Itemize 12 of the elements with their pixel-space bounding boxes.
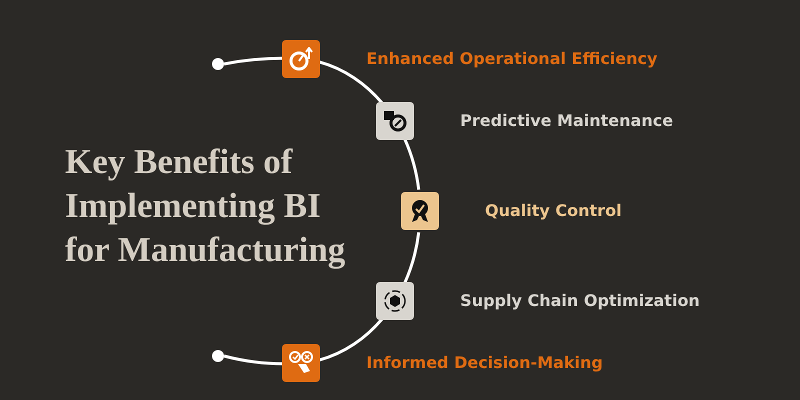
benefit-label: Supply Chain Optimization xyxy=(460,290,700,311)
connector-line xyxy=(224,354,284,366)
end-dot xyxy=(212,58,224,70)
benefit-label: Quality Control xyxy=(485,201,622,221)
end-dot xyxy=(212,350,224,362)
benefit-label: Predictive Maintenance xyxy=(460,111,674,132)
title: Key Benefits of Implementing BI for Manufacturing xyxy=(65,141,346,271)
benefit-label: Enhanced Operational Efficiency xyxy=(366,48,658,69)
connector-line xyxy=(224,56,284,66)
connector-line xyxy=(403,138,420,190)
benefit-label: Informed Decision-Making xyxy=(366,353,603,374)
connector-line xyxy=(403,232,420,284)
